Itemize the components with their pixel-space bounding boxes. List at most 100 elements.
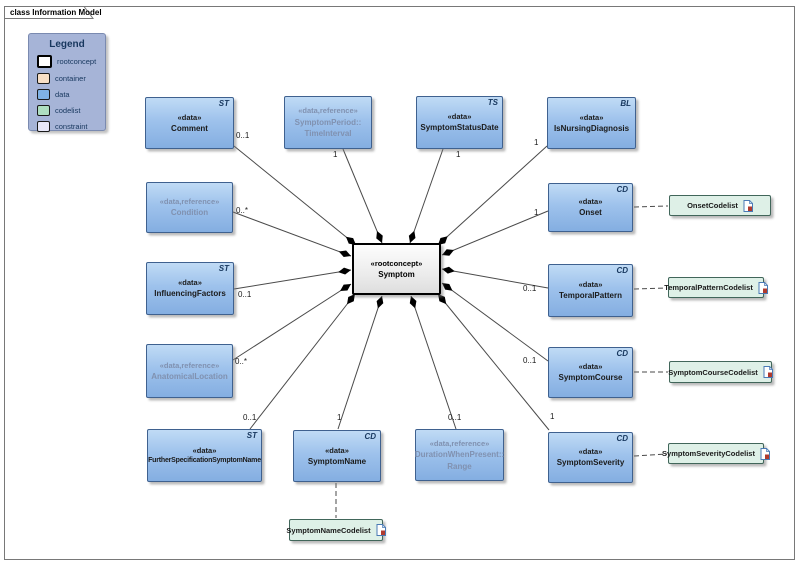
multiplicity-label: 1 <box>550 412 555 421</box>
document-icon <box>376 524 386 536</box>
class-condition[interactable]: «data,reference» Condition <box>146 182 233 233</box>
stereotype: «data» <box>578 362 603 372</box>
class-name: SymptomPeriod:: TimeInterval <box>294 117 362 139</box>
multiplicity-label: 0..1 <box>243 413 257 422</box>
type-annotation: ST <box>218 99 229 108</box>
constraint-swatch <box>37 121 50 132</box>
multiplicity-label: 0..1 <box>448 413 462 422</box>
class-influencingfactors[interactable]: ST «data» InfluencingFactors <box>146 262 234 315</box>
stereotype: «rootconcept» <box>370 258 423 268</box>
codelist-name: OnsetCodelist <box>687 201 738 210</box>
codelist-temporalpattern[interactable]: TemporalPatternCodelist <box>664 277 768 298</box>
multiplicity-label: 0..* <box>235 357 248 366</box>
class-name: TemporalPattern <box>559 291 622 301</box>
association-timeinterval[interactable] <box>342 148 383 244</box>
association-influencingfactors[interactable] <box>233 267 352 290</box>
multiplicity-label: 1 <box>534 138 539 147</box>
class-timeinterval[interactable]: «data,reference» SymptomPeriod:: TimeInt… <box>284 96 372 149</box>
document-icon <box>743 199 753 212</box>
class-symptomcourse[interactable]: CD «data» SymptomCourse <box>548 347 633 398</box>
association-anatomicallocation[interactable] <box>232 283 352 361</box>
data-swatch <box>37 89 50 100</box>
association-symptomseverity[interactable] <box>437 293 550 431</box>
association-durationwhenpresent[interactable] <box>409 295 457 430</box>
association-onset[interactable] <box>441 210 549 256</box>
class-isnursingdiagnosis[interactable]: BL «data» IsNursingDiagnosis <box>547 97 636 149</box>
legend[interactable]: Legend rootconcept container data codeli… <box>28 33 106 132</box>
class-symptom-rootconcept[interactable]: «rootconcept» Symptom <box>352 243 441 295</box>
class-name: Comment <box>171 123 208 133</box>
multiplicity-label: 1 <box>534 208 539 217</box>
class-temporalpattern[interactable]: CD «data» TemporalPattern <box>548 264 633 317</box>
association-isnursingdiagnosis[interactable] <box>437 145 548 246</box>
multiplicity-label: 1 <box>456 150 461 159</box>
multiplicity-label: 0..1 <box>523 356 537 365</box>
link-onset-codelist[interactable] <box>633 205 669 208</box>
stereotype: «data» <box>325 445 349 455</box>
class-name: SymptomName <box>307 456 367 466</box>
class-name: IsNursingDiagnosis <box>553 123 630 133</box>
frame-title: class Information Model <box>10 8 102 17</box>
type-annotation: ST <box>218 264 229 273</box>
class-comment[interactable]: ST «data» Comment <box>145 97 234 149</box>
class-onset[interactable]: CD «data» Onset <box>548 183 633 232</box>
class-symptomseverity[interactable]: CD «data» SymptomSeverity <box>548 432 633 483</box>
stereotype: «data,reference» <box>298 106 358 116</box>
codelist-swatch <box>37 105 50 116</box>
stereotype: «data» <box>447 112 472 122</box>
legend-item-codelist: codelist <box>37 105 105 116</box>
association-symptomstatusdate[interactable] <box>408 148 444 244</box>
type-annotation: CD <box>616 434 628 443</box>
class-durationwhenpresent-range[interactable]: «data,reference» DurationWhenPresent:: R… <box>415 429 504 481</box>
type-annotation: ST <box>246 431 257 440</box>
legend-item-container: container <box>37 73 105 84</box>
document-icon <box>763 366 773 378</box>
type-annotation: CD <box>616 349 628 358</box>
document-icon <box>758 281 768 294</box>
codelist-symptomname[interactable]: SymptomNameCodelist <box>286 519 386 541</box>
class-anatomicallocation[interactable]: «data,reference» AnatomicalLocation <box>146 344 233 398</box>
codelist-symptomcourse[interactable]: SymptomCourseCodelist <box>668 361 773 383</box>
codelist-name: SymptomSeverityCodelist <box>662 449 755 458</box>
legend-item-data: data <box>37 89 105 100</box>
codelist-onset[interactable]: OnsetCodelist <box>669 195 771 216</box>
class-name: InfluencingFactors <box>154 289 226 299</box>
document-icon <box>760 447 770 460</box>
stereotype: «data,reference» <box>159 360 220 370</box>
multiplicity-label: 0..* <box>236 206 249 215</box>
rootconcept-swatch <box>37 55 52 68</box>
link-symptomseverity-codelist[interactable] <box>633 453 668 457</box>
class-symptomname[interactable]: CD «data» SymptomName <box>293 430 381 482</box>
stereotype: «data» <box>578 197 603 207</box>
association-symptomname[interactable] <box>337 295 384 430</box>
class-name: SymptomSeverity <box>556 458 625 468</box>
multiplicity-label: 0..1 <box>238 290 252 299</box>
diagram-frame <box>4 6 795 560</box>
multiplicity-label: 0..1 <box>236 131 250 140</box>
association-symptomcourse[interactable] <box>441 282 549 362</box>
association-condition[interactable] <box>232 211 352 258</box>
multiplicity-label: 0..1 <box>523 284 537 293</box>
class-name: SymptomCourse <box>558 373 623 383</box>
type-annotation: CD <box>616 266 628 275</box>
link-temporalpattern-codelist[interactable] <box>633 287 668 290</box>
association-comment[interactable] <box>233 145 357 246</box>
stereotype: «data» <box>578 447 603 457</box>
class-symptomstatusdate[interactable]: TS «data» SymptomStatusDate <box>416 96 503 149</box>
multiplicity-label: 1 <box>333 150 338 159</box>
association-furtherspecification[interactable] <box>249 293 356 430</box>
codelist-name: SymptomCourseCodelist <box>668 367 758 377</box>
codelist-symptomseverity[interactable]: SymptomSeverityCodelist <box>662 443 770 464</box>
class-name: DurationWhenPresent:: Range <box>414 450 505 471</box>
stereotype: «data» <box>177 112 202 122</box>
stereotype: «data» <box>579 112 604 122</box>
association-temporalpattern[interactable] <box>441 266 549 289</box>
codelist-name: SymptomNameCodelist <box>286 525 371 535</box>
stereotype: «data,reference» <box>429 438 490 448</box>
class-furtherspecificationsymptomname[interactable]: ST «data» FurtherSpecificationSymptomNam… <box>147 429 262 482</box>
class-name: AnatomicalLocation <box>151 371 228 381</box>
stereotype: «data» <box>178 278 202 288</box>
legend-title: Legend <box>49 39 85 50</box>
stereotype: «data» <box>192 445 217 455</box>
multiplicity-label: 1 <box>337 413 342 422</box>
